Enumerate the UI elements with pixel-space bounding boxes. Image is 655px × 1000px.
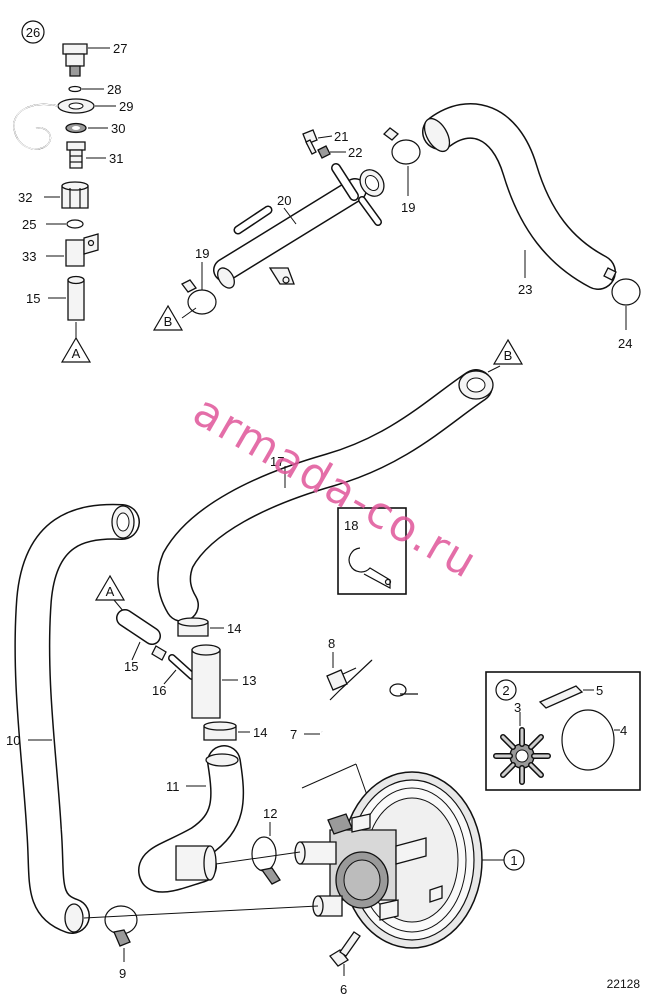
callout-32: 32 — [18, 190, 32, 205]
sea-water-pump: 1 — [294, 771, 525, 949]
connector-b-upper-marker — [492, 338, 524, 365]
callout-10: 10 — [6, 733, 20, 748]
o-ring-part — [68, 85, 82, 93]
callout-27: 27 — [113, 41, 127, 56]
elbow-hose-11: 11 — [138, 745, 245, 893]
group-26-label: 26 — [26, 25, 40, 40]
connector-b-lower-label: B — [164, 314, 173, 329]
callout-28: 28 — [107, 82, 121, 97]
callout-9: 9 — [119, 966, 126, 981]
group-26-assembly: 26 27 28 29 30 — [13, 20, 133, 363]
callout-13: 13 — [242, 673, 256, 688]
callout-29: 29 — [119, 99, 133, 114]
callout-15-mid: 15 — [124, 659, 138, 674]
callout-1-badge — [503, 849, 525, 871]
connecting-pipe-group: A 15 16 14 13 14 — [94, 574, 267, 741]
group-26-badge — [21, 20, 45, 44]
callout-30: 30 — [111, 121, 125, 136]
callout-33: 33 — [22, 249, 36, 264]
coolant-pipe-assembly: 20 21 22 19 19 B 23 24 — [152, 103, 641, 351]
callout-17: 17 — [270, 454, 284, 469]
callout-18: 18 — [344, 518, 358, 533]
callout-31: 31 — [109, 151, 123, 166]
callout-5: 5 — [596, 683, 603, 698]
callout-19-lower: 19 — [195, 246, 209, 261]
drain-plug-part — [62, 43, 88, 77]
callout-7: 7 — [290, 727, 297, 742]
impeller-kit-inset: 2 5 4 3 — [485, 671, 641, 791]
union-nut-part — [61, 181, 89, 209]
connector-a-label: A — [72, 346, 81, 361]
long-hose-17: B 17 — [157, 338, 524, 622]
connector-b-upper-label: B — [504, 348, 513, 363]
callout-21: 21 — [334, 129, 348, 144]
hose-nipple-part — [66, 141, 86, 169]
connector-b-lower-marker — [152, 304, 184, 331]
bolt-6: 6 — [329, 931, 361, 997]
impeller-part — [493, 727, 551, 785]
callout-19-upper: 19 — [401, 200, 415, 215]
callout-25: 25 — [22, 217, 36, 232]
figure-number: 22128 — [607, 977, 641, 991]
callout-24: 24 — [618, 336, 632, 351]
callout-11: 11 — [166, 779, 180, 794]
callout-23: 23 — [518, 282, 532, 297]
group-2-label: 2 — [502, 683, 509, 698]
callout-22: 22 — [348, 145, 362, 160]
connector-a-marker — [60, 336, 92, 363]
sealing-ring-part — [66, 219, 84, 229]
callout-14-top: 14 — [227, 621, 241, 636]
callout-8: 8 — [328, 636, 335, 651]
suction-hose-10: 10 — [6, 503, 140, 934]
callout-14-bottom: 14 — [253, 725, 267, 740]
callout-12: 12 — [263, 806, 277, 821]
group-2-badge — [495, 679, 517, 701]
callout-1: 1 — [510, 853, 517, 868]
inset-clip-18: 18 — [337, 507, 407, 595]
short-hose-part — [67, 275, 85, 321]
hose-bracket-part — [65, 233, 99, 267]
connector-a-mid-marker — [94, 574, 126, 601]
callout-6: 6 — [340, 982, 347, 997]
callout-15-top: 15 — [26, 291, 40, 306]
hose-clamp-9: 9 — [104, 905, 138, 981]
hose-clamp-12: 12 — [251, 806, 281, 885]
seal-strap-part — [13, 98, 95, 150]
callout-16: 16 — [152, 683, 166, 698]
callout-20: 20 — [277, 193, 291, 208]
callout-4: 4 — [620, 723, 627, 738]
connector-a-mid-label: A — [106, 584, 115, 599]
callout-3: 3 — [514, 700, 521, 715]
